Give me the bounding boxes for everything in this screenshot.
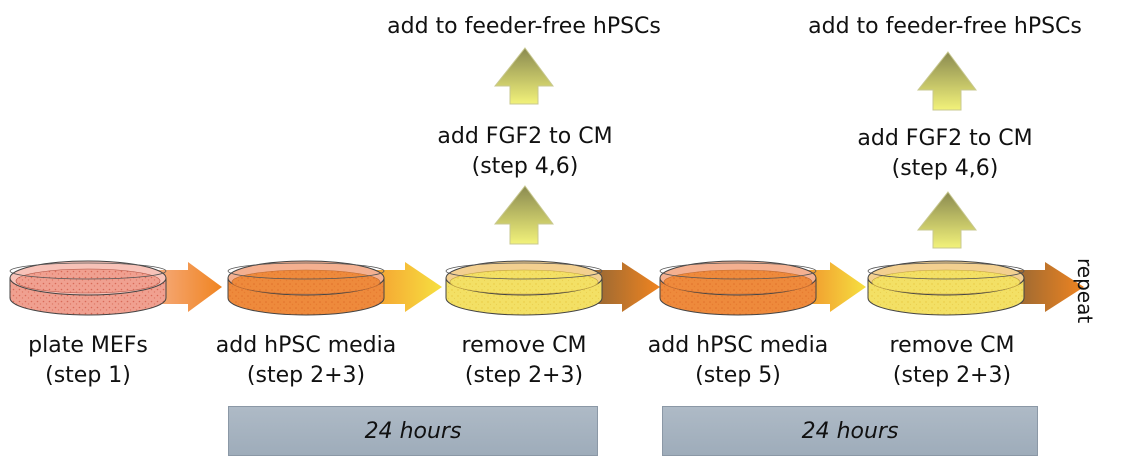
up-arrow-icon [916, 51, 977, 111]
step-label: add hPSC media (step 5) [648, 331, 828, 391]
step-label-line1: add hPSC media [647, 333, 829, 358]
top-label-text: add to feeder-free hPSCs [808, 14, 1082, 39]
time-bar-label: 24 hours [364, 418, 462, 444]
fgf-label: add FGF2 to CM (step 4,6) [857, 124, 1032, 184]
fgf-label: add FGF2 to CM (step 4,6) [437, 122, 612, 182]
up-arrow-icon [493, 47, 554, 105]
step-label-line2: (step 2+3) [246, 363, 366, 388]
petri-dish-icon [445, 260, 603, 316]
step-label: remove CM (step 2+3) [462, 331, 587, 391]
time-bar: 24 hours [228, 406, 598, 456]
step-label-line1: add hPSC media [215, 333, 397, 358]
step-label-line2: (step 2+3) [464, 363, 584, 388]
right-arrow-icon [585, 262, 660, 312]
up-arrow-icon [916, 191, 977, 249]
step-label: remove CM (step 2+3) [890, 331, 1015, 391]
step-label-line1: plate MEFs [28, 333, 148, 358]
step-label: add hPSC media (step 2+3) [216, 331, 396, 391]
fgf-label-line2: (step 4,6) [471, 154, 579, 179]
time-bar-label: 24 hours [801, 418, 899, 444]
petri-dish-icon [227, 260, 385, 316]
step-label-line2: (step 2+3) [892, 363, 1012, 388]
right-arrow-icon [1005, 262, 1084, 312]
top-label-text: add to feeder-free hPSCs [387, 14, 661, 39]
repeat-label: repeat [1073, 258, 1097, 324]
petri-dish-icon [659, 260, 817, 316]
top-label: add to feeder-free hPSCs [387, 12, 661, 42]
petri-dish-icon [9, 260, 167, 316]
fgf-label-line1: add FGF2 to CM [857, 126, 1033, 151]
step-label-line1: remove CM [461, 333, 587, 358]
time-bar: 24 hours [662, 406, 1038, 456]
step-label-line1: remove CM [889, 333, 1015, 358]
step-label-line2: (step 1) [45, 363, 131, 388]
top-label: add to feeder-free hPSCs [808, 12, 1082, 42]
right-arrow-icon [800, 262, 866, 312]
up-arrow-icon [493, 185, 554, 245]
fgf-label-line2: (step 4,6) [891, 156, 999, 181]
fgf-label-line1: add FGF2 to CM [437, 124, 613, 149]
step-label-line2: (step 5) [695, 363, 781, 388]
petri-dish-icon [867, 260, 1025, 316]
step-label: plate MEFs (step 1) [28, 331, 148, 391]
